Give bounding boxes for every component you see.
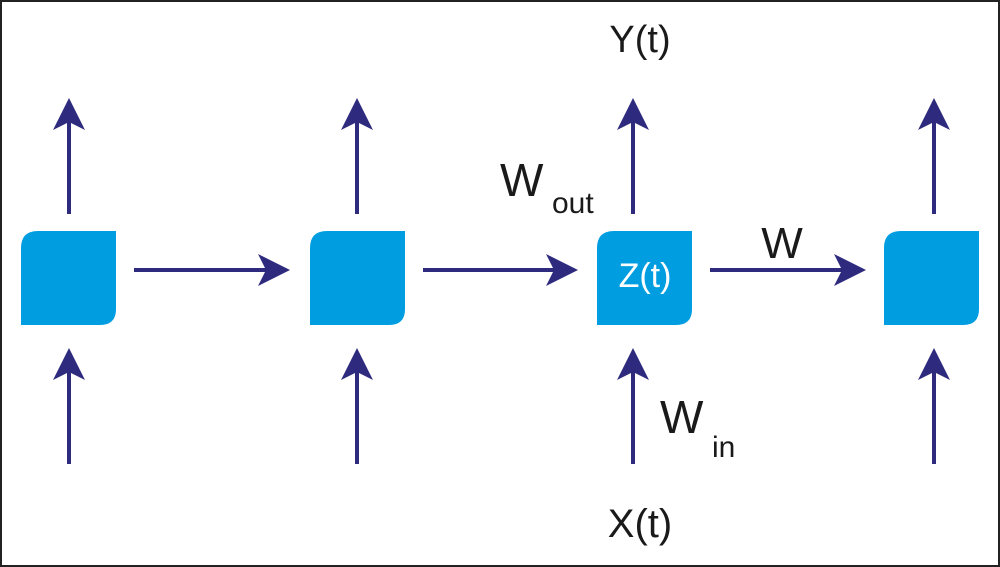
input-weight-subscript: in: [712, 431, 735, 464]
input-weight-label: W: [660, 391, 704, 443]
rnn-cell-1: [21, 231, 116, 325]
input-label: X(t): [608, 502, 672, 546]
rnn-cell-2: [310, 231, 405, 325]
rnn-cell-current: [597, 231, 692, 325]
output-label: Y(t): [609, 19, 670, 61]
rnn-cell-4: [884, 231, 979, 325]
output-weight-subscript: out: [552, 187, 594, 220]
recurrent-weight-label: W: [761, 219, 803, 268]
output-weight-label: W: [500, 154, 544, 206]
state-label: Z(t): [619, 257, 672, 295]
